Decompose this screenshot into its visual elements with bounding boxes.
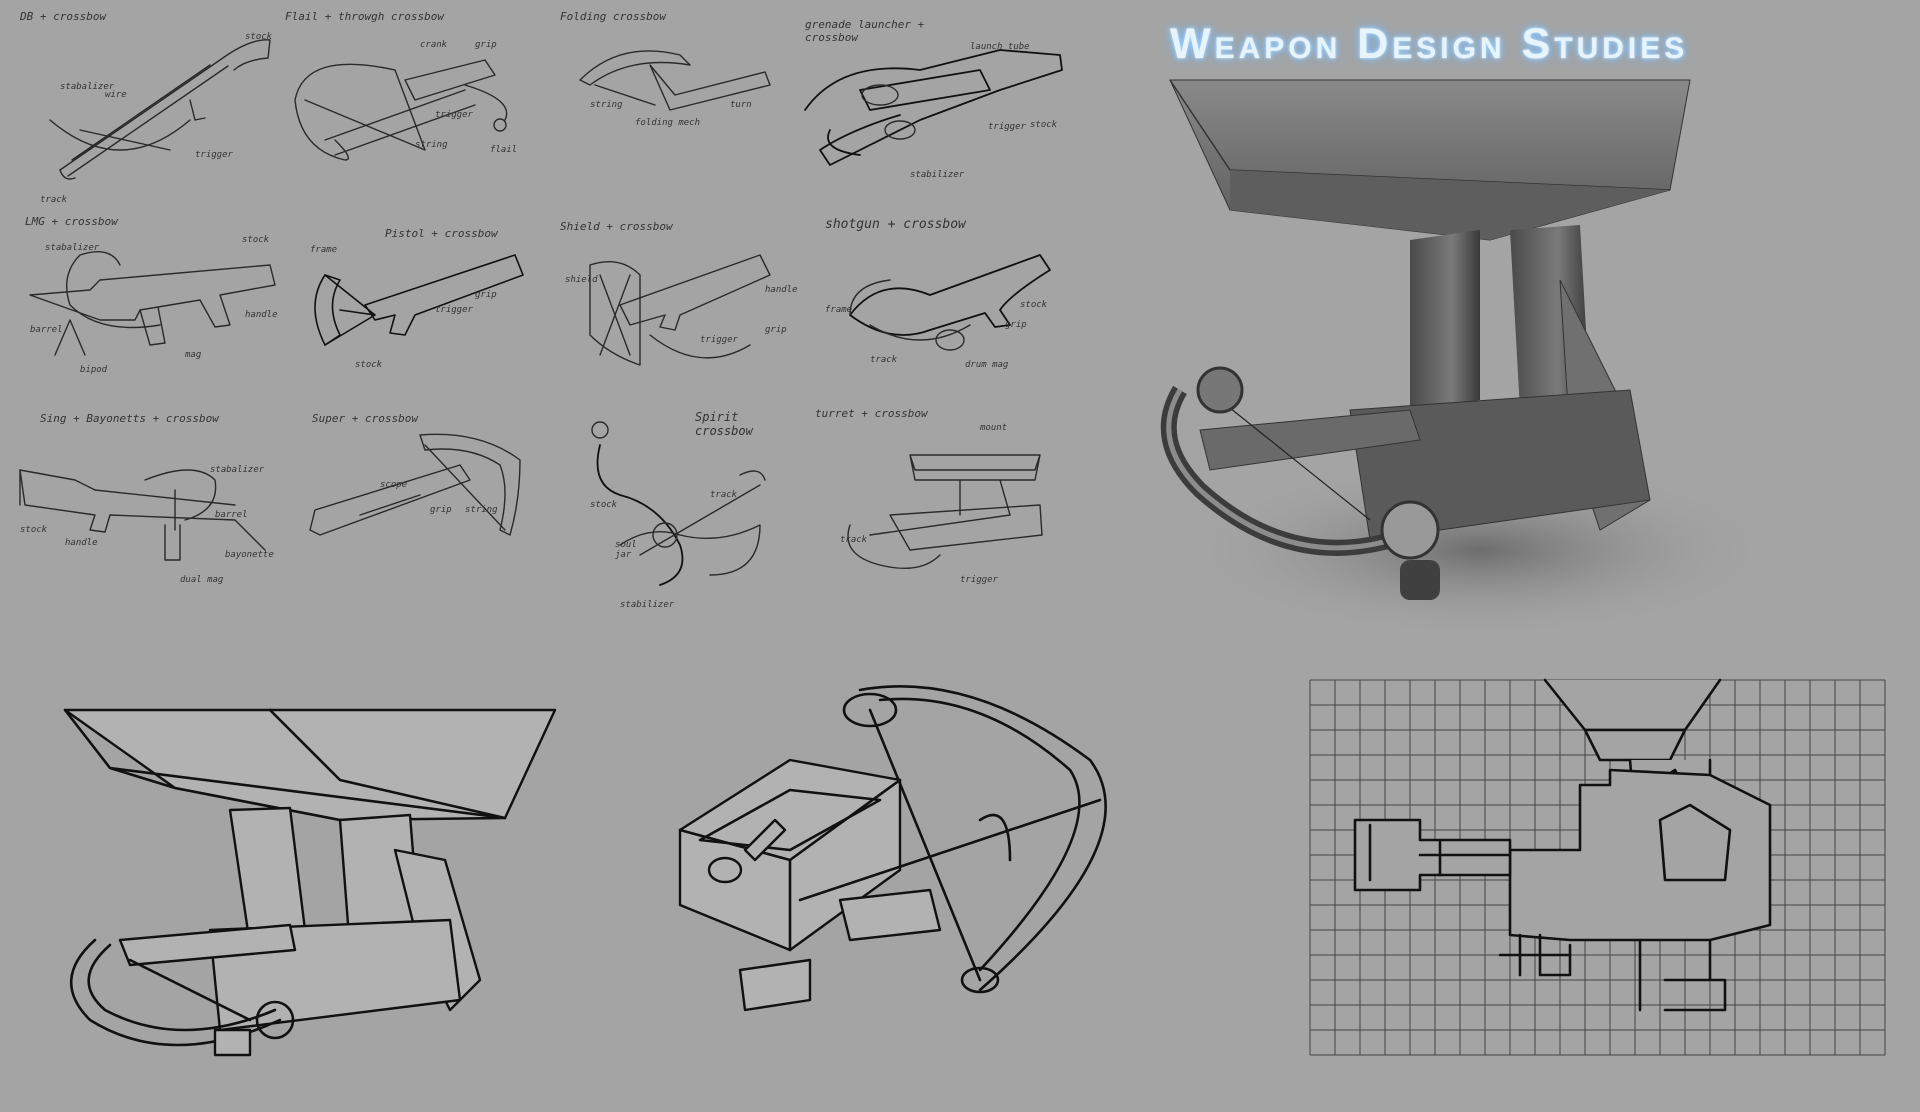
sketch-caption: Sing + Bayonetts + crossbow — [40, 412, 219, 425]
sketch-drawing — [804, 49, 1063, 166]
sketch-note: frame — [310, 245, 338, 255]
turret-lineart-perspective — [63, 708, 557, 1057]
sketch-note: folding mech — [635, 118, 701, 128]
sketch-note: shield — [565, 275, 598, 285]
sketch-lmg-crossbow: LMG + crossbow stabalizer stock barrel h… — [20, 215, 290, 395]
sketch-note: stock — [20, 525, 48, 535]
sketch-caption: shotgun + crossbow — [825, 217, 966, 232]
sketch-note: grip — [475, 40, 497, 50]
sketch-note: mag — [185, 350, 202, 360]
sketch-note: handle — [65, 538, 98, 548]
sketch-note: mount — [980, 423, 1008, 433]
sketch-note: stabalizer — [60, 82, 115, 92]
sketch-note: track — [40, 195, 68, 205]
sketch-spirit-crossbow: Spirit crossbow stock track soul jar sta… — [560, 405, 800, 615]
crossbow-lineart-closeup — [678, 685, 1107, 1012]
sketch-pistol-crossbow: Pistol + crossbow frame trigger grip sto… — [295, 215, 545, 385]
sketch-note: grip — [765, 325, 787, 335]
sketch-caption: LMG + crossbow — [25, 215, 118, 228]
turret-blueprint-grid — [1309, 678, 1886, 1056]
sketch-folding-crossbow: Folding crossbow string folding mech tur… — [560, 10, 790, 160]
sketch-note: track — [870, 355, 898, 365]
sketch-note: stock — [242, 235, 270, 245]
sketch-caption: Flail + throwgh crossbow — [285, 10, 444, 23]
sketch-drawing — [19, 469, 266, 561]
sketch-drawing — [591, 421, 766, 586]
sketch-note: stock — [1020, 300, 1048, 310]
sketch-note: frame — [825, 305, 853, 315]
sketch-note: grip — [475, 290, 497, 300]
sketch-shield-crossbow: Shield + crossbow shield trigger handle … — [560, 215, 800, 395]
sketch-bayonett-crossbow: Sing + Bayonetts + crossbow stock handle… — [15, 410, 285, 590]
sketch-caption: Spirit crossbow — [695, 410, 753, 438]
sketch-drawing — [314, 254, 524, 346]
sketch-caption: turret + crossbow — [815, 407, 928, 420]
sketch-note: trigger — [960, 575, 998, 585]
sketch-drawing — [847, 454, 1043, 570]
sketch-note: stock — [590, 500, 618, 510]
sketch-note: stabilizer — [620, 600, 675, 610]
sketch-note: trigger — [988, 122, 1026, 132]
sketch-caption: Pistol + crossbow — [385, 227, 498, 240]
sketch-note: stabilizer — [910, 170, 965, 180]
sketch-note: grip — [430, 505, 452, 515]
sketch-drawing — [849, 254, 1051, 351]
sketch-flail-crossbow: Flail + throwgh crossbow crank grip trig… — [285, 10, 545, 200]
sketch-note: barrel — [30, 325, 63, 335]
sketch-drawing — [49, 39, 271, 180]
sheet-title: Weapon Design Studies — [1170, 20, 1689, 68]
sketch-note: track — [710, 490, 738, 500]
sketch-note: stock — [355, 360, 383, 370]
sketch-drawing — [309, 433, 521, 536]
sketch-note: dual mag — [180, 575, 224, 585]
sketch-note: trigger — [700, 335, 738, 345]
sketch-note: stabalizer — [210, 465, 265, 475]
sketch-caption: grenade launcher + crossbow — [805, 18, 925, 44]
sketch-shotgun-crossbow: shotgun + crossbow frame stock grip trac… — [810, 215, 1090, 395]
sketch-note: string — [415, 140, 448, 150]
sketch-note: scope — [380, 480, 408, 490]
sketch-note: crank — [420, 40, 448, 50]
sketch-grenade-launcher-crossbow: grenade launcher + crossbow launch tube … — [800, 10, 1090, 190]
sketch-note: stock — [1030, 120, 1058, 130]
sketch-note: handle — [765, 285, 798, 295]
sketch-turret-crossbow: turret + crossbow mount track trigger — [810, 405, 1080, 595]
sketch-note: stock — [245, 32, 273, 42]
sketch-note: string — [590, 100, 623, 110]
sketch-note: wire — [105, 90, 127, 100]
sketch-caption: DB + crossbow — [20, 10, 107, 23]
sketch-note: string — [465, 505, 498, 515]
sketch-caption: Shield + crossbow — [560, 220, 673, 233]
sketch-note: trigger — [435, 305, 473, 315]
sketch-drawing — [589, 254, 771, 366]
sketch-note: drum mag — [965, 360, 1009, 370]
sketch-note: stabalizer — [45, 243, 100, 253]
sketch-caption: Folding crossbow — [560, 10, 666, 23]
sketch-note: launch tube — [970, 42, 1030, 52]
sketch-note: soul jar — [615, 540, 637, 560]
sketch-double-barrel-crossbow: DB + crossbow stabalizer wire stock trig… — [20, 10, 280, 210]
sketch-note: trigger — [435, 110, 473, 120]
sketch-note: bipod — [80, 365, 108, 375]
sketch-note: bayonette — [225, 550, 274, 560]
sketch-drawing — [294, 59, 508, 161]
turret-crossbow-render — [1160, 79, 1780, 640]
sketch-drawing — [29, 251, 276, 356]
sketch-note: grip — [1005, 320, 1027, 330]
sketch-drawing — [579, 50, 771, 111]
sketch-note: track — [840, 535, 868, 545]
sketch-note: barrel — [215, 510, 248, 520]
sketch-note: flail — [490, 145, 518, 155]
sketch-note: trigger — [195, 150, 233, 160]
sketch-note: turn — [730, 100, 752, 110]
sketch-note: handle — [245, 310, 278, 320]
sketch-caption: Super + crossbow — [312, 412, 418, 425]
sketch-super-crossbow: Super + crossbow scope grip string — [300, 410, 540, 560]
